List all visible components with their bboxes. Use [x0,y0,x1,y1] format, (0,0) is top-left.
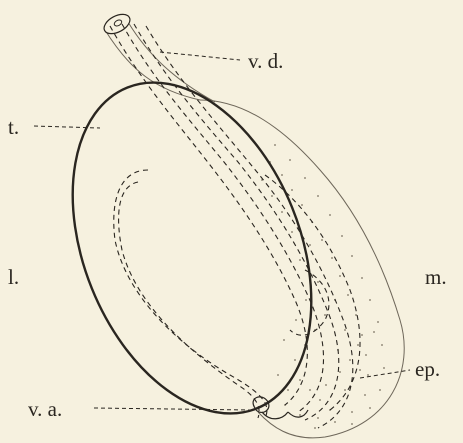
vas-deferens-cut-end [101,10,133,37]
label-epididymis: ep. [415,357,440,381]
label-vas-aberrans: v. a. [28,397,62,421]
leader-testis [34,126,100,128]
label-vas-deferens: v. d. [248,49,283,73]
leader-vas-deferens [160,52,240,60]
internal-ducts [110,24,360,428]
label-testis: t. [8,115,19,139]
label-leaders [34,52,410,410]
label-medial: m. [425,265,447,289]
leader-epididymis [360,370,410,378]
epididymis-outline [200,100,404,438]
vas-deferens-tube-inner [128,22,215,102]
epididymis-stipple [259,144,385,429]
leader-vas-aberrans [94,408,250,410]
label-lateral: l. [8,265,19,289]
